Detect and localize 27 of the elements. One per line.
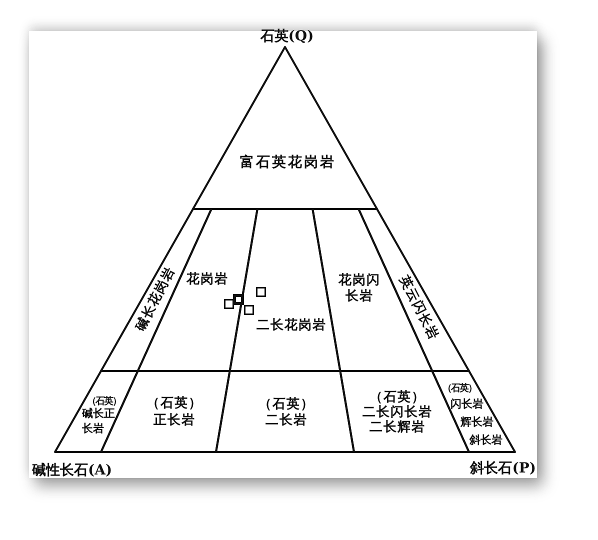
field-label: 碱长花岗岩 [132, 264, 180, 336]
classification-field [54, 370, 139, 453]
field-label: 二长岩 [264, 413, 308, 429]
field-label: 碱长正长岩 [82, 406, 116, 436]
field-label: 闪长岩 [450, 398, 484, 410]
field-label: 正长岩 [152, 413, 196, 429]
classification-field [215, 370, 355, 453]
classification-field [100, 208, 213, 372]
vertex-label: 斜长石(P) [470, 460, 536, 478]
field-label: 辉长岩 [460, 416, 494, 428]
field-label: （石英） [442, 384, 476, 394]
field-label: 花岗岩 [186, 272, 228, 288]
field-label: （石英） [146, 396, 202, 412]
field-label: 富石英花岗岩 [239, 154, 336, 172]
field-label: 斜长岩 [470, 434, 502, 446]
field-label: 二长闪长岩 [362, 405, 432, 420]
classification-field [431, 370, 516, 453]
vertex-label: 石英(Q) [260, 28, 314, 46]
field-label: （石英） [258, 397, 314, 413]
field-label: 二长辉岩 [368, 420, 426, 436]
classification-field [192, 46, 378, 210]
field-label: （石英） [87, 397, 121, 407]
field-label: （石英） [368, 390, 426, 405]
field-label: 英云闪长岩 [395, 272, 442, 344]
field-label: 花岗闪长岩 [337, 273, 381, 305]
vertex-label: 碱性长石(A) [32, 462, 112, 480]
field-label: 二长花岗岩 [256, 318, 326, 334]
